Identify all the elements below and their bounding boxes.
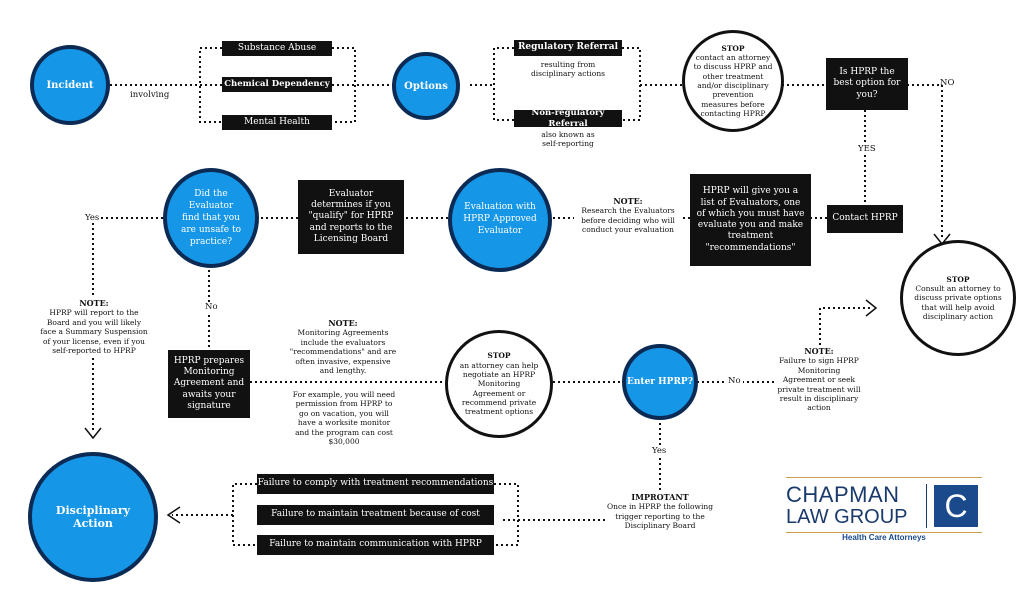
evaluation-node: Evaluation with HPRP Approved Evaluator	[448, 168, 552, 272]
failure-communication-box: Failure to maintain communication with H…	[257, 535, 494, 555]
evaluator-determines-box: Evaluator determines if you "qualify" fo…	[298, 180, 404, 254]
note-evaluators-text: Research the Evaluators before deciding …	[581, 206, 675, 235]
hprp-list-box: HPRP will give you a list of Evaluators,…	[690, 174, 811, 266]
note-evaluators-title: NOTE:	[613, 196, 643, 206]
substance-abuse-box: Substance Abuse	[222, 41, 332, 56]
stop-circle-3: STOP an attorney can help negotiate an H…	[445, 330, 553, 438]
note-monitoring-example-text: For example, you will need permission fr…	[292, 390, 396, 446]
no-label-3: No	[726, 376, 743, 386]
yes-label-3: Yes	[650, 446, 669, 456]
regulatory-referral-box: Regulatory Referral	[514, 40, 622, 56]
resulting-from-label: resulting from disciplinary actions	[530, 60, 606, 79]
disciplinary-action-node: Disciplinary Action	[28, 452, 158, 582]
note-evaluators: NOTE: Research the Evaluators before dec…	[574, 196, 682, 235]
note-failure: NOTE: Failure to sign HPRP Monitoring Ag…	[776, 346, 862, 413]
stop-circle-2: STOP Consult an attorney to discuss priv…	[900, 240, 1016, 356]
no-label-1: NO	[940, 78, 955, 88]
logo-mark-icon: C	[934, 485, 978, 527]
note-monitoring-title: NOTE:	[328, 318, 358, 328]
logo-line2: LAW GROUP	[786, 506, 908, 528]
note-report: NOTE: HPRP will report to the Board and …	[40, 298, 148, 356]
note-failure-text: Failure to sign HPRP Monitoring Agreemen…	[777, 356, 861, 413]
note-report-title: NOTE:	[79, 298, 109, 308]
yes-label-2: Yes	[83, 213, 102, 223]
stop1-text: contact an attorney to discuss HPRP and …	[693, 52, 773, 119]
options-node: Options	[392, 52, 460, 120]
mental-health-box: Mental Health	[222, 115, 332, 130]
note-monitoring: NOTE: Monitoring Agreements include the …	[288, 318, 398, 375]
stop1-title: STOP	[721, 43, 745, 53]
logo-line1: CHAPMAN	[786, 482, 900, 507]
logo-top-rule	[786, 477, 982, 478]
stop3-text: an attorney can help negotiate an HPRP M…	[459, 360, 539, 417]
failure-cost-box: Failure to maintain treatment because of…	[257, 505, 494, 525]
is-hprp-best-box: Is HPRP the best option for you?	[826, 58, 908, 110]
contact-hprp-box: Contact HPRP	[827, 205, 903, 233]
important-note: IMPROTANT Once in HPRP the following tri…	[606, 492, 714, 531]
logo-tagline: Health Care Attorneys	[842, 533, 926, 542]
yes-label-1: YES	[856, 144, 878, 154]
note-report-text: HPRP will report to the Board and you wi…	[40, 308, 148, 355]
important-title: IMPROTANT	[631, 492, 689, 502]
stop2-title: STOP	[946, 274, 970, 284]
incident-node: Incident	[30, 45, 110, 125]
note-failure-title: NOTE:	[804, 346, 834, 356]
did-evaluator-node: Did the Evaluator find that you are unsa…	[163, 168, 259, 268]
no-label-2: No	[203, 302, 220, 312]
also-known-as-label: also known as self-reporting	[541, 130, 595, 149]
note-monitoring-example: For example, you will need permission fr…	[292, 390, 396, 446]
enter-hprp-node: Enter HPRP?	[622, 344, 698, 420]
stop2-text: Consult an attorney to discuss private o…	[914, 283, 1002, 322]
stop3-title: STOP	[487, 351, 511, 361]
non-regulatory-referral-box: Non-regulatory Referral	[514, 108, 622, 129]
logo-divider	[926, 484, 927, 528]
failure-comply-box: Failure to comply with treatment recomme…	[257, 474, 494, 494]
involving-label: involving	[130, 90, 170, 100]
logo-bottom-rule	[786, 532, 982, 533]
stop-circle-1: STOP contact an attorney to discuss HPRP…	[682, 30, 784, 132]
hprp-prepares-box: HPRP prepares Monitoring Agreement and a…	[168, 350, 250, 418]
note-monitoring-text: Monitoring Agreements include the evalua…	[289, 328, 397, 375]
important-text: Once in HPRP the following trigger repor…	[607, 502, 713, 531]
chemical-dependency-box: Chemical Dependency	[222, 77, 332, 92]
